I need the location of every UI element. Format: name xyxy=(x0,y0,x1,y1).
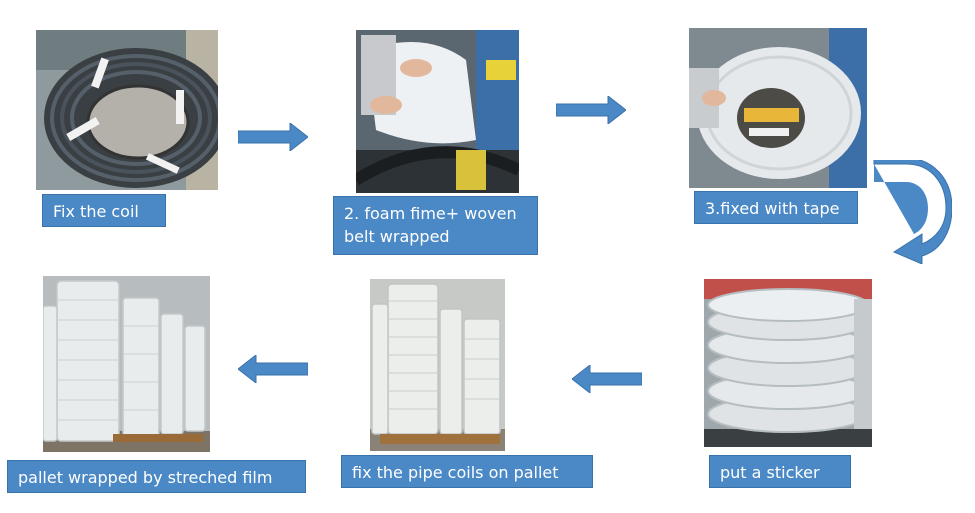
step-2-label-line1: 2. foam fime+ woven xyxy=(344,204,517,223)
step-2-label-line2: belt wrapped xyxy=(344,227,450,246)
photo-fix-the-coil xyxy=(36,30,218,190)
arrow-curve-down-icon xyxy=(872,160,952,264)
arrow-left-icon xyxy=(238,355,308,383)
photo-fixed-with-tape xyxy=(689,28,867,188)
step-6-label: pallet wrapped by streched film xyxy=(7,460,306,493)
arrow-right-icon xyxy=(238,123,308,151)
step-1-label: Fix the coil xyxy=(42,194,166,227)
arrow-left-icon xyxy=(572,365,642,393)
photo-film-wrapped-pallets xyxy=(43,276,210,452)
photo-put-a-sticker xyxy=(704,279,872,447)
step-4-label: put a sticker xyxy=(709,455,851,488)
step-3-label: 3.fixed with tape xyxy=(694,191,858,224)
arrow-right-icon xyxy=(556,96,626,124)
photo-foam-wrapped xyxy=(356,30,519,193)
step-2-label: 2. foam fime+ woven belt wrapped xyxy=(333,196,538,255)
step-5-label: fix the pipe coils on pallet xyxy=(341,455,593,488)
photo-coils-on-pallet xyxy=(370,279,505,451)
